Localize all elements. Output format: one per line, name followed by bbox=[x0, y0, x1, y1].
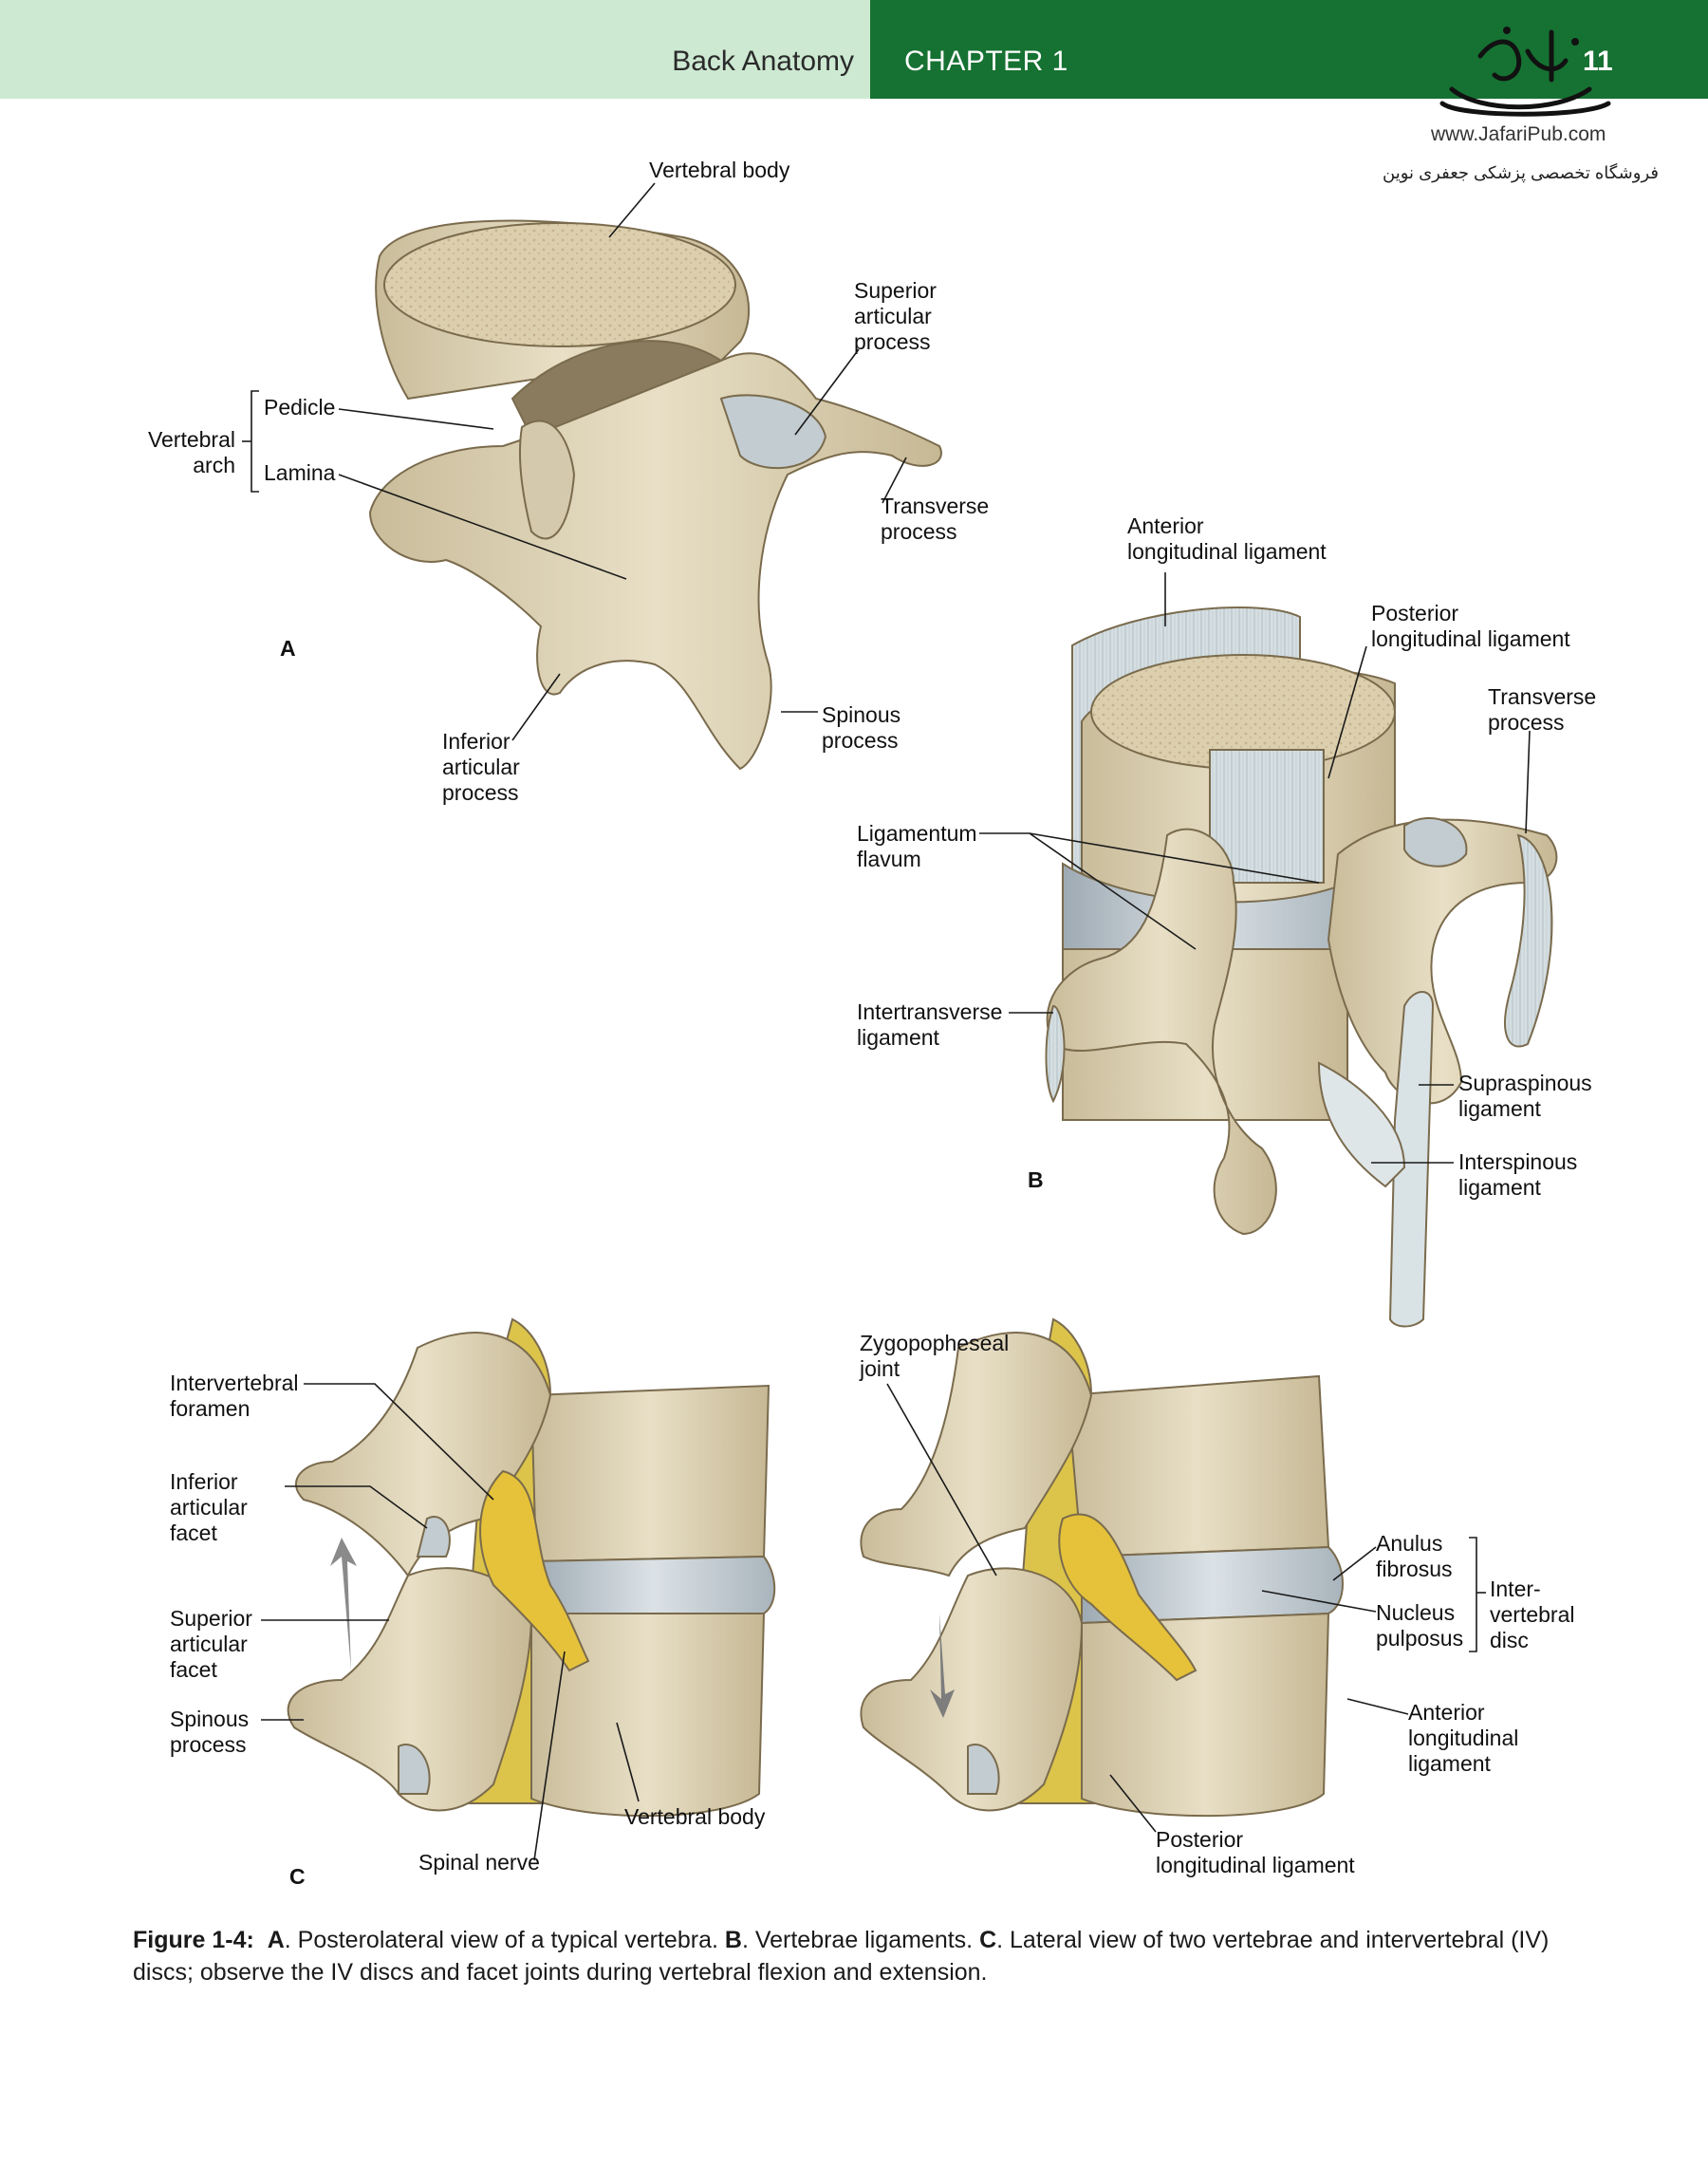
label-zygopopheseal-joint: Zygopopheseal joint bbox=[860, 1331, 1010, 1381]
label-posterior-longitudinal-ligament-b: Posterior longitudinal ligament bbox=[1371, 601, 1570, 651]
panel-c-left-spine bbox=[287, 1317, 776, 1818]
label-transverse-process-a: Transverse process bbox=[881, 494, 990, 544]
header-right-band bbox=[870, 0, 1708, 99]
caption-key-b: B bbox=[724, 1927, 742, 1953]
panel-label-a: A bbox=[280, 636, 296, 661]
header-left-band bbox=[0, 0, 870, 99]
label-superior-articular-process: Superior articular process bbox=[854, 278, 937, 354]
panel-label-b: B bbox=[1028, 1167, 1044, 1192]
chapter-label: CHAPTER 1 bbox=[904, 46, 1068, 77]
label-posterior-longitudinal-ligament-c: Posterior longitudinal ligament bbox=[1156, 1827, 1355, 1877]
caption-text-a: . Posterolateral view of a typical verte… bbox=[284, 1927, 725, 1953]
label-spinous-process-c: Spinous process bbox=[170, 1707, 250, 1757]
caption-text-b: . Vertebrae ligaments. bbox=[741, 1927, 980, 1953]
caption-text-c: . Lateral view of two vertebrae and inte… bbox=[133, 1927, 1550, 1986]
label-spinous-process-a: Spinous process bbox=[822, 702, 901, 753]
label-anterior-longitudinal-ligament-c: Anterior longitudinal ligament bbox=[1408, 1700, 1519, 1776]
label-intervertebral-disc: Inter- vertebral disc bbox=[1490, 1577, 1575, 1652]
panel-a-vertebra bbox=[368, 219, 942, 771]
label-interspinous-ligament: Interspinous ligament bbox=[1458, 1149, 1578, 1200]
label-inferior-articular-facet: Inferior articular facet bbox=[170, 1469, 248, 1545]
figure-number: Figure 1-4: bbox=[133, 1927, 254, 1953]
label-vertebral-arch: Vertebral arch bbox=[147, 427, 235, 477]
label-supraspinous-ligament: Supraspinous ligament bbox=[1458, 1071, 1592, 1121]
label-intervertebral-foramen: Intervertebral foramen bbox=[170, 1371, 299, 1421]
label-anterior-longitudinal-ligament-b: Anterior longitudinal ligament bbox=[1127, 513, 1327, 564]
label-spinal-nerve: Spinal nerve bbox=[418, 1850, 540, 1875]
caption-key-a: A bbox=[267, 1927, 285, 1953]
publisher-url: www.JafariPub.com bbox=[1431, 123, 1606, 145]
label-ligamentum-flavum: Ligamentum flavum bbox=[857, 821, 977, 871]
section-title: Back Anatomy bbox=[672, 46, 854, 77]
publisher-tagline: فروشگاه تخصصی پزشکی جعفری نوین bbox=[1383, 163, 1659, 182]
label-vertebral-body-c: Vertebral body bbox=[624, 1804, 766, 1829]
label-lamina: Lamina bbox=[264, 460, 336, 485]
label-anulus-fibrosus: Anulus fibrosus bbox=[1376, 1531, 1453, 1581]
label-vertebral-body: Vertebral body bbox=[649, 158, 790, 182]
caption-key-c: C bbox=[979, 1927, 997, 1953]
publisher-logo-icon bbox=[1439, 27, 1611, 117]
label-intertransverse-ligament: Intertransverse ligament bbox=[857, 999, 1003, 1050]
label-inferior-articular-process: Inferior articular process bbox=[442, 729, 520, 805]
label-pedicle: Pedicle bbox=[264, 395, 336, 420]
label-nucleus-pulposus: Nucleus pulposus bbox=[1376, 1600, 1464, 1651]
panel-c-right-spine bbox=[860, 1317, 1344, 1818]
panel-b-vertebrae-ligaments bbox=[1045, 606, 1558, 1328]
page-number: 11 bbox=[1583, 46, 1613, 77]
figure-caption: Figure 1-4: A. Posterolateral view of a … bbox=[133, 1924, 1613, 1988]
label-superior-articular-facet: Superior articular facet bbox=[170, 1606, 252, 1682]
label-transverse-process-b: Transverse process bbox=[1488, 684, 1597, 735]
panel-label-c: C bbox=[289, 1864, 306, 1889]
